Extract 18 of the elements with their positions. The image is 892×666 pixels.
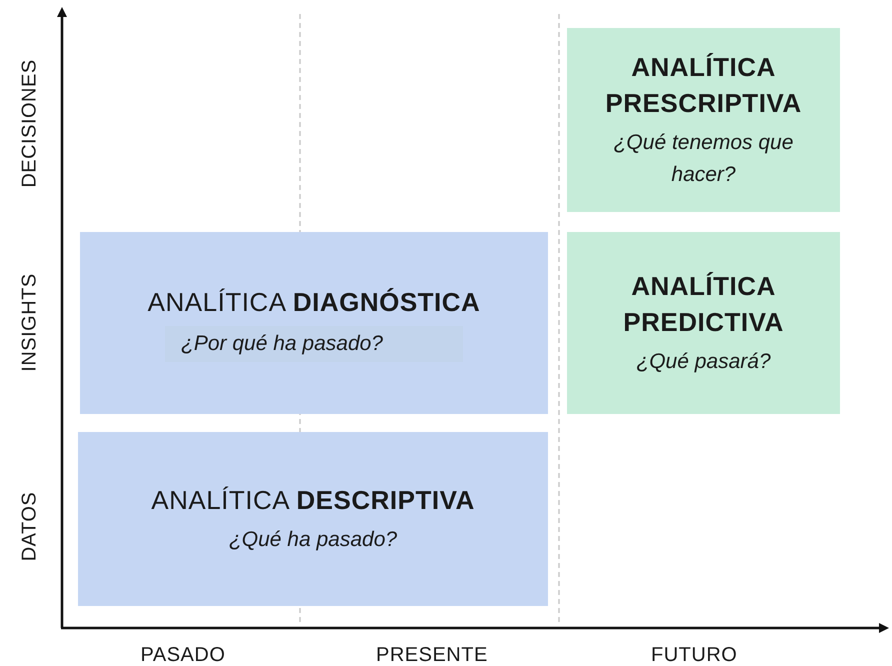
box-heading: ANALÍTICA DESCRIPTIVA [151, 484, 475, 517]
box-heading: ANALÍTICA DIAGNÓSTICA [148, 286, 480, 319]
box-question: ¿Qué ha pasado? [228, 527, 398, 553]
analytics-box [80, 232, 548, 414]
x-axis-label: PASADO [140, 644, 226, 666]
box-heading: ANALÍTICA PREDICTIVA [622, 270, 785, 339]
y-axis-label: DATOS [18, 491, 42, 561]
analytics-box [567, 232, 840, 414]
box-question: ¿Qué tenemos que hacer? [612, 130, 794, 188]
x-axis-label: FUTURO [651, 644, 738, 666]
box-question: ¿Qué pasará? [636, 349, 771, 375]
x-axis-label: PRESENTE [376, 644, 488, 666]
box-heading: ANALÍTICA PRESCRIPTIVA [604, 51, 803, 120]
y-axis-label: INSIGHTS [18, 272, 42, 372]
analytics-box [567, 28, 840, 212]
analytics-box [78, 432, 548, 606]
box-question: ¿Por qué ha pasado? [165, 326, 463, 362]
y-axis-label: DECISIONES [18, 58, 42, 188]
